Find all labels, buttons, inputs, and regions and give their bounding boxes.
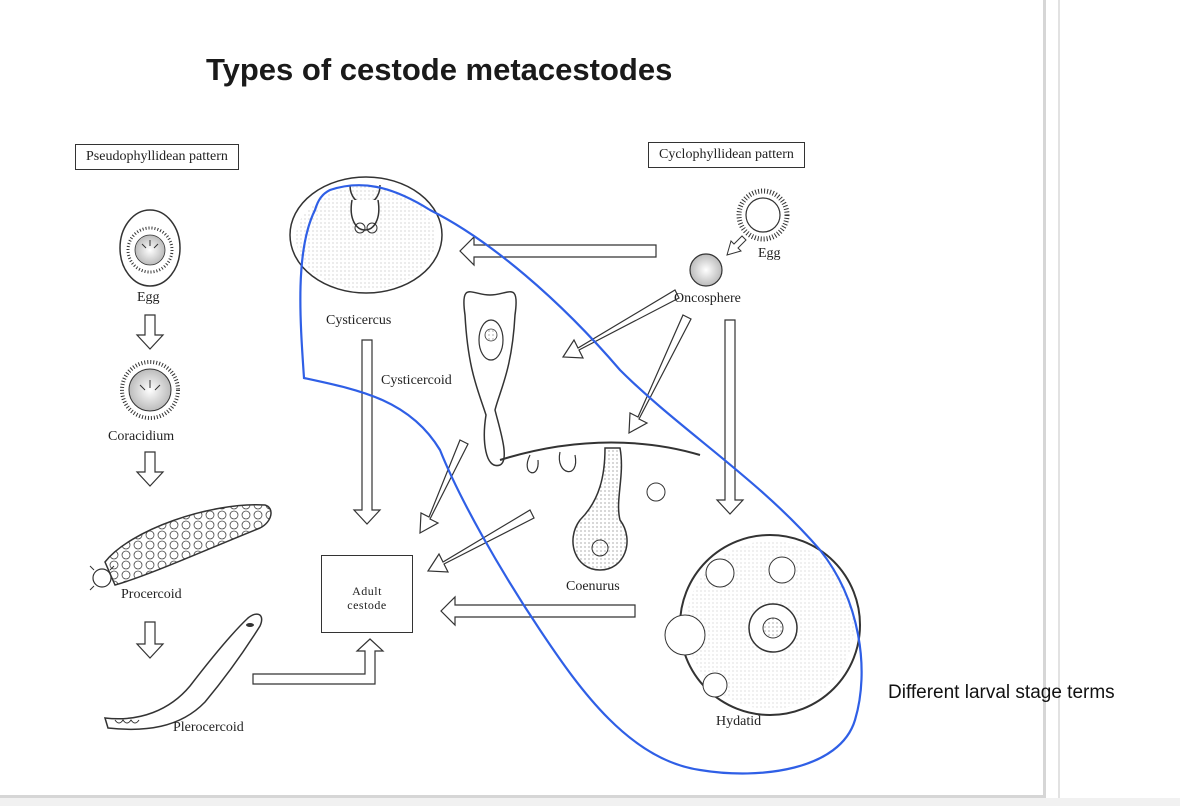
page-divider <box>1058 0 1060 806</box>
hydatid-illustration <box>664 534 861 716</box>
diagram-drawing <box>89 176 863 775</box>
cysticercus-label: Cysticercus <box>326 313 392 328</box>
procercoid-illustration <box>89 504 272 591</box>
slide-title: Types of cestode metacestodes <box>206 52 673 87</box>
annotation-note: Different larval stage terms <box>888 682 1115 703</box>
cyclophyllidean-pattern-label: Cyclophyllidean pattern <box>648 142 805 168</box>
arrow-cysticercoid-to-adult <box>419 439 469 535</box>
pseudo-egg-label: Egg <box>137 290 160 305</box>
cysticercoid-label: Cysticercoid <box>381 373 452 388</box>
arrow-coracidium-to-procercoid <box>135 451 165 487</box>
arrow-oncosphere-to-coenurus <box>628 314 692 435</box>
highlight-outline <box>299 184 863 775</box>
arrow-plerocercoid-to-adult <box>252 638 385 685</box>
coenurus-illustration <box>499 441 701 571</box>
oncosphere-label: Oncosphere <box>674 291 741 306</box>
coracidium-illustration <box>120 360 180 420</box>
procercoid-label: Procercoid <box>121 587 182 602</box>
arrow-oncosphere-to-hydatid <box>715 319 745 515</box>
coenurus-label: Coenurus <box>566 579 620 594</box>
arrow-procercoid-to-plerocercoid <box>135 621 165 659</box>
arrow-hydatid-to-adult <box>440 595 636 627</box>
bottom-divider <box>0 798 1180 806</box>
cestode-label: cestode <box>347 598 387 612</box>
life-cycle-diagram: Pseudophyllidean pattern Cyclophyllidean… <box>60 130 870 780</box>
adult-label: Adult <box>352 584 382 598</box>
arrow-coenurus-to-adult <box>426 509 535 573</box>
cyclo-egg-illustration <box>736 188 790 242</box>
cyclo-egg-label: Egg <box>758 246 781 261</box>
arrow-cysticercus-to-adult <box>352 339 382 525</box>
cysticercoid-illustration <box>463 291 517 467</box>
oncosphere-illustration <box>689 253 723 287</box>
arrow-egg-to-oncosphere <box>726 235 747 256</box>
arrow-egg-to-coracidium <box>135 314 165 350</box>
adult-cestode-box: Adult cestode <box>321 555 413 633</box>
cysticercus-illustration <box>289 176 443 294</box>
coracidium-label: Coracidium <box>108 429 175 444</box>
plerocercoid-illustration <box>103 613 263 731</box>
plerocercoid-label: Plerocercoid <box>173 720 244 735</box>
arrow-oncosphere-to-cysticercoid <box>561 289 680 359</box>
arrow-oncosphere-to-cysticercus <box>459 235 657 267</box>
slide-page: Types of cestode metacestodes <box>0 0 1046 798</box>
pseudophyllidean-pattern-label: Pseudophyllidean pattern <box>75 144 239 170</box>
hydatid-label: Hydatid <box>716 714 762 729</box>
pseudo-egg-illustration <box>119 209 181 287</box>
